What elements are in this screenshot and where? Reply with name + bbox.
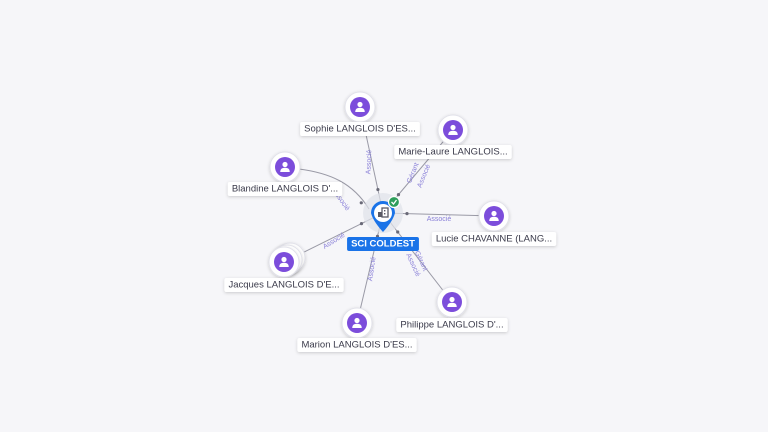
edge-line bbox=[298, 168, 370, 210]
person-icon bbox=[489, 210, 499, 221]
person-node-lucie[interactable]: Lucie CHAVANNE (LANG... bbox=[431, 200, 557, 246]
person-label[interactable]: Sophie LANGLOIS D'ES... bbox=[300, 122, 420, 136]
nodes: Sophie LANGLOIS D'ES... Marie-Laure LANGL… bbox=[224, 91, 557, 352]
person-icon bbox=[352, 317, 362, 328]
edge-arrow bbox=[405, 212, 409, 216]
person-label[interactable]: Lucie CHAVANNE (LANG... bbox=[431, 232, 557, 246]
person-icon bbox=[447, 296, 457, 307]
person-label[interactable]: Blandine LANGLOIS D'... bbox=[227, 182, 343, 196]
person-name: Philippe LANGLOIS D'... bbox=[400, 320, 503, 331]
person-icon bbox=[279, 256, 289, 267]
person-icon bbox=[355, 101, 365, 112]
edge-arrow bbox=[396, 230, 400, 234]
edge-arrow bbox=[376, 187, 380, 192]
edge-label: Associé bbox=[427, 216, 452, 223]
person-label[interactable]: Philippe LANGLOIS D'... bbox=[396, 318, 508, 332]
check-icon bbox=[387, 195, 401, 209]
person-node-blandine[interactable]: Blandine LANGLOIS D'... bbox=[227, 151, 343, 196]
person-node-sophie[interactable]: Sophie LANGLOIS D'ES... bbox=[300, 91, 420, 136]
center-name: SCI COLDEST bbox=[351, 239, 415, 250]
edge-arrow bbox=[359, 201, 363, 205]
person-node-philippe[interactable]: Philippe LANGLOIS D'... bbox=[396, 286, 508, 332]
edge-label: Associé bbox=[365, 150, 373, 175]
person-name: Marion LANGLOIS D'ES... bbox=[301, 340, 412, 351]
center-label[interactable]: SCI COLDEST bbox=[347, 237, 419, 251]
person-label[interactable]: Jacques LANGLOIS D'E... bbox=[224, 278, 344, 292]
person-icon bbox=[448, 124, 458, 135]
edge-label: Associé bbox=[367, 256, 377, 281]
person-label[interactable]: Marie-Laure LANGLOIS... bbox=[394, 145, 512, 159]
person-name: Lucie CHAVANNE (LANG... bbox=[436, 234, 552, 245]
center-node[interactable]: SCI COLDEST bbox=[347, 193, 419, 251]
person-name: Jacques LANGLOIS D'E... bbox=[228, 280, 339, 291]
person-icon bbox=[280, 161, 290, 172]
person-node-jacques[interactable]: Jacques LANGLOIS D'E... bbox=[224, 242, 344, 292]
person-name: Blandine LANGLOIS D'... bbox=[232, 184, 338, 195]
edge-arrow bbox=[396, 193, 401, 197]
person-name: Sophie LANGLOIS D'ES... bbox=[304, 124, 416, 135]
person-name: Marie-Laure LANGLOIS... bbox=[398, 147, 507, 158]
building-icon bbox=[378, 207, 389, 218]
person-node-marie-laure[interactable]: Marie-Laure LANGLOIS... bbox=[394, 114, 512, 159]
edge-arrow bbox=[359, 222, 364, 226]
person-node-marion[interactable]: Marion LANGLOIS D'ES... bbox=[297, 307, 417, 352]
person-label[interactable]: Marion LANGLOIS D'ES... bbox=[297, 338, 417, 352]
